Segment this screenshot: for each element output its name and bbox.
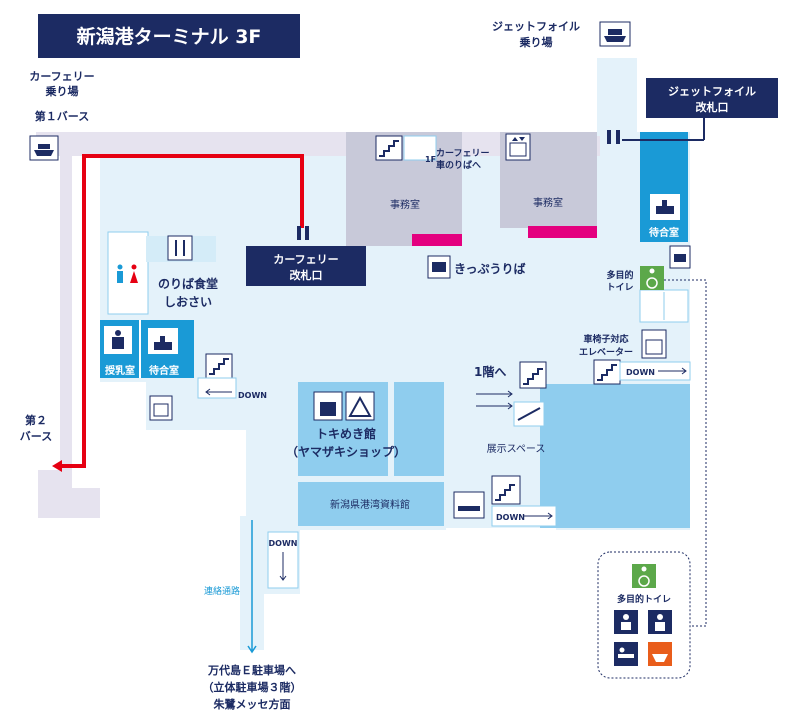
shop-icon — [313, 391, 343, 421]
waiting-icon — [650, 194, 680, 220]
ferry-boarding-label-2: 乗り場 — [46, 84, 79, 98]
ticket-counter-1 — [412, 234, 462, 246]
ferry-boarding-label: カーフェリー — [29, 70, 94, 83]
waiting-room-right-label: 待合室 — [649, 226, 679, 239]
wheelchair-elevator-label: 車椅子対応 — [583, 333, 628, 345]
restaurant-icon — [167, 235, 193, 261]
ferry-gate-label-2: 改札口 — [290, 268, 323, 282]
down-label-bottom: DOWN — [496, 513, 525, 522]
to-ferry-label-2: 車のりばへ — [436, 159, 481, 171]
baby-seat-icon — [669, 245, 691, 269]
shop-annex — [394, 382, 444, 476]
sink-icon — [648, 642, 672, 666]
stairs-icon — [593, 359, 621, 385]
multipurpose-toilet-label: 多目的 — [606, 269, 633, 281]
office-1-label: 事務室 — [390, 198, 420, 211]
jetfoil-corridor — [597, 58, 637, 136]
nursing-icon — [104, 326, 132, 354]
floor-1f-label: 1F — [425, 155, 436, 164]
nursing-room-label: 授乳室 — [105, 364, 135, 377]
shop-icon — [345, 391, 375, 421]
passage-label: 連絡通路 — [204, 585, 240, 597]
restaurant-label-2: しおさい — [164, 295, 212, 309]
stairs-icon — [375, 135, 403, 161]
tokimeki-label: トキめき館 — [316, 426, 376, 441]
jetfoil-gate-banner — [646, 78, 778, 118]
berth1-label: 第１バース — [35, 109, 89, 123]
jetfoil-gate-icon — [607, 130, 620, 144]
legend-title: 多目的トイレ — [617, 593, 671, 605]
down-label-left: DOWN — [238, 391, 267, 400]
wheelchair-icon — [640, 266, 664, 290]
jetfoil-gate-label: ジェットフォイル — [668, 85, 756, 98]
waiting-icon — [148, 328, 178, 354]
ferry-gate-icon — [297, 226, 309, 240]
to-1f-label: 1階へ — [474, 364, 506, 379]
berth2-label-2: バース — [20, 430, 52, 443]
multipurpose-toilet-label-2: トイレ — [606, 282, 633, 293]
smoking-icon — [453, 491, 485, 519]
museum-room — [298, 482, 444, 526]
parking-label-3: 朱鷺メッセ方面 — [213, 697, 291, 711]
office-2-label: 事務室 — [533, 196, 563, 209]
elevator-icon — [149, 395, 173, 421]
baby-seat-icon — [614, 610, 638, 634]
down-label-right: DOWN — [626, 368, 655, 377]
restaurant-label: のりば食堂 — [158, 276, 218, 291]
stairs-icon — [491, 475, 521, 505]
page-title: 新潟港ターミナル 3F — [77, 25, 262, 48]
parking-label-2: （立体駐車場３階） — [203, 680, 302, 694]
ticket-icon — [427, 255, 451, 279]
ferry-icon — [599, 21, 631, 47]
berth2-label: 第２ — [25, 413, 47, 427]
jetfoil-boarding-label: ジェットフォイル — [492, 20, 580, 33]
ticket-label: きっぷうりば — [454, 261, 526, 276]
jetfoil-boarding-label-2: 乗り場 — [520, 35, 553, 49]
ferry-gate-label: カーフェリー — [273, 253, 338, 266]
jetfoil-gate-label-2: 改札口 — [696, 100, 729, 114]
elevator-icon — [505, 133, 531, 161]
ferry-icon — [29, 135, 59, 161]
down-label-passage: DOWN — [269, 539, 298, 548]
tokimeki-label-2: （ヤマザキショップ） — [286, 444, 406, 459]
ferry-gate-banner — [246, 246, 366, 286]
to-ferry-label: カーフェリー — [436, 148, 489, 159]
ticket-counter-2 — [528, 226, 597, 238]
stairs-icon — [205, 353, 233, 379]
exhibition-label: 展示スペース — [487, 443, 546, 455]
wheelchair-icon — [632, 564, 656, 588]
wheelchair-elevator-label-2: エレベーター — [579, 346, 633, 358]
ferry-route — [56, 154, 304, 468]
museum-label: 新潟県港湾資料館 — [330, 498, 410, 511]
stairs-icon — [519, 361, 547, 389]
title-banner — [38, 14, 300, 58]
waiting-room-right — [640, 132, 688, 242]
stairs-icon — [513, 401, 545, 427]
exhibition-room — [540, 384, 690, 528]
parking-label: 万代島Ｅ駐車場へ — [207, 663, 296, 677]
diaper-icon — [614, 642, 638, 666]
toilet-icon — [112, 262, 144, 288]
route-arrow — [52, 460, 62, 472]
elevator-icon — [641, 329, 667, 359]
waiting-room-left-label: 待合室 — [149, 364, 179, 377]
ostomate-icon — [648, 610, 672, 634]
